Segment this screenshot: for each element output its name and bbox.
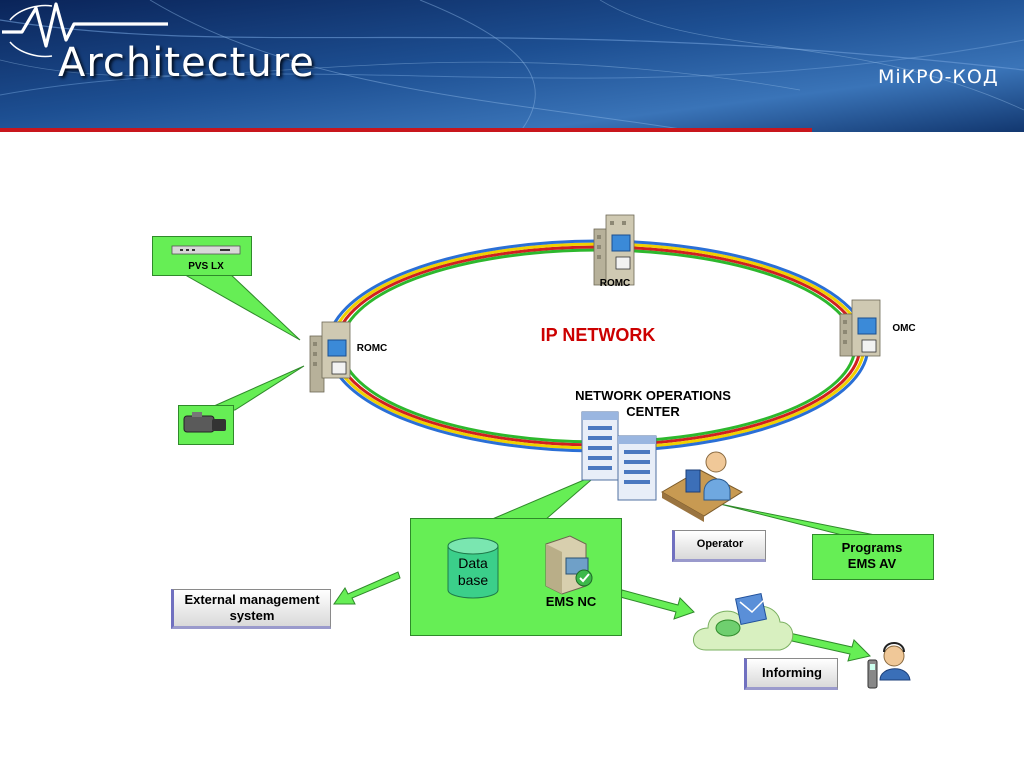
ip-network-label: IP NETWORK [540,325,656,345]
header-banner: Architecture МіКРО-КОД [0,0,1024,132]
agent-with-phone-icon [867,642,911,689]
operator-box: Operator [672,530,766,562]
database-label: Data base [457,555,489,588]
ems-nc-server-overlay-icon [545,535,593,595]
database-overlay-icon [447,537,499,599]
arrow-to-cloud [619,589,695,620]
pvs-device-overlay-icon [171,245,241,255]
romc-left-label: ROMC [356,343,388,354]
romc-top-label: ROMC [599,278,631,289]
noc-servers-icon [581,411,657,501]
programs-label: Programs EMS AV [841,540,903,571]
operator-workstation-icon [660,451,744,522]
programs-callout-box [812,534,934,580]
noc-label: NETWORK OPERATIONS CENTER [575,388,731,419]
logo-text: МіКРО-КОД [878,66,999,88]
omc-label: OMC [892,323,916,334]
page-title: Architecture [58,40,315,86]
messaging-cloud-icon [693,592,794,651]
pvs-label: PVS LX [188,261,224,272]
informing-box: Informing [744,658,838,690]
omc-building-icon [839,299,881,357]
ems-nc-label: EMS NC [545,594,597,609]
romc-left-building-icon [309,321,351,393]
camera-overlay-icon [183,412,226,433]
pvs-callout-box [152,236,252,276]
arrow-to-external [333,571,401,605]
external-management-box: External management system [171,589,331,629]
mikro-kod-logo [2,2,168,58]
romc-top-building-icon [593,214,635,286]
header-background [0,0,1024,132]
